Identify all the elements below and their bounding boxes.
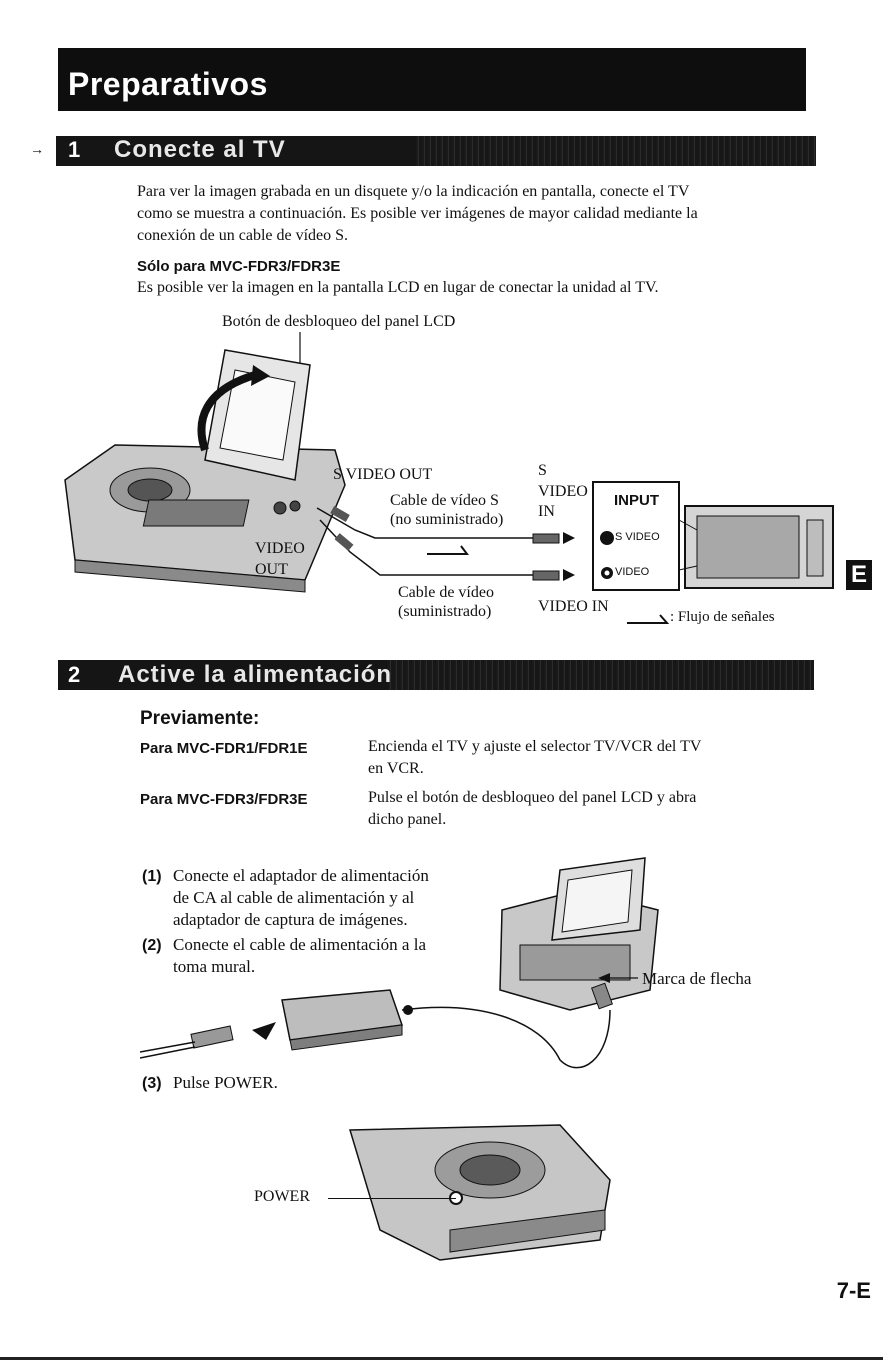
model2-text-2: dicho panel. bbox=[368, 811, 447, 828]
only-models-text: Es posible ver la imagen en la pantalla … bbox=[137, 279, 659, 296]
bottom-rule bbox=[0, 1357, 883, 1360]
step1-line-2: de CA al cable de alimentación y al bbox=[173, 888, 415, 907]
s-video-in-label-3: IN bbox=[538, 503, 555, 520]
s-video-in-label-1: S bbox=[538, 462, 547, 479]
power-label: POWER bbox=[254, 1188, 310, 1205]
page-title-bar bbox=[58, 48, 806, 111]
intro-line-3: conexión de un cable de vídeo S. bbox=[137, 227, 349, 244]
section-1-bar: 1 Conecte al TV bbox=[56, 136, 816, 166]
step3-number: (3) bbox=[142, 1075, 162, 1092]
input-s-video-label: S VIDEO bbox=[615, 531, 660, 543]
video-cable-label-2: (suministrado) bbox=[398, 603, 492, 620]
section-marker-arrow: → bbox=[30, 143, 44, 158]
beforehand-heading: Previamente: bbox=[140, 708, 260, 729]
section-2-number: 2 bbox=[68, 662, 81, 687]
page-title: Preparativos bbox=[68, 66, 268, 102]
s-video-cable-label-1: Cable de vídeo S bbox=[390, 492, 499, 509]
video-in-label: VIDEO IN bbox=[538, 598, 609, 615]
power-connection-diagram bbox=[140, 857, 659, 1069]
arrow-mark-label: Marca de flecha bbox=[642, 969, 752, 988]
only-models-heading: Sólo para MVC-FDR3/FDR3E bbox=[137, 258, 341, 275]
step2-line-2: toma mural. bbox=[173, 957, 256, 976]
s-video-in-label-2: VIDEO bbox=[538, 483, 588, 500]
image-capture-adapter-illustration bbox=[64, 349, 346, 593]
language-tab: E bbox=[846, 560, 872, 590]
step1-line-3: adaptador de captura de imágenes. bbox=[173, 910, 408, 929]
page-number: 7-E bbox=[836, 1278, 871, 1303]
step1-number: (1) bbox=[142, 868, 162, 885]
power-button-diagram bbox=[348, 1124, 611, 1261]
model1-text-2: en VCR. bbox=[368, 760, 424, 777]
connection-diagram bbox=[64, 332, 834, 624]
step2-number: (2) bbox=[142, 937, 162, 954]
input-box-title: INPUT bbox=[614, 492, 659, 509]
step1-line-1: Conecte el adaptador de alimentación bbox=[173, 866, 429, 885]
section-1-number: 1 bbox=[68, 137, 81, 162]
input-video-label: VIDEO bbox=[615, 566, 650, 578]
power-leader-line bbox=[328, 1198, 456, 1199]
signal-flow-legend: : Flujo de señales bbox=[670, 609, 775, 625]
step2-line-1: Conecte el cable de alimentación a la bbox=[173, 935, 426, 954]
s-video-out-label: S VIDEO OUT bbox=[333, 466, 433, 483]
model1-label: Para MVC-FDR1/FDR1E bbox=[140, 740, 308, 757]
model2-label: Para MVC-FDR3/FDR3E bbox=[140, 791, 308, 808]
model1-text-1: Encienda el TV y ajuste el selector TV/V… bbox=[368, 738, 702, 755]
intro-line-1: Para ver la imagen grabada en un disquet… bbox=[137, 183, 690, 200]
step3-text: Pulse POWER. bbox=[173, 1073, 278, 1092]
section-2-title: Active la alimentación bbox=[118, 661, 393, 688]
video-out-label-2: OUT bbox=[255, 561, 288, 578]
section-1-title: Conecte al TV bbox=[114, 136, 286, 163]
video-cable-label-1: Cable de vídeo bbox=[398, 584, 494, 601]
video-out-label-1: VIDEO bbox=[255, 540, 305, 557]
model2-text-1: Pulse el botón de desbloqueo del panel L… bbox=[368, 789, 697, 806]
intro-line-2: como se muestra a continuación. Es posib… bbox=[137, 205, 698, 222]
section-2-bar: 2 Active la alimentación bbox=[58, 660, 814, 690]
lcd-release-label: Botón de desbloqueo del panel LCD bbox=[222, 313, 456, 330]
s-video-cable-label-2: (no suministrado) bbox=[390, 511, 504, 528]
